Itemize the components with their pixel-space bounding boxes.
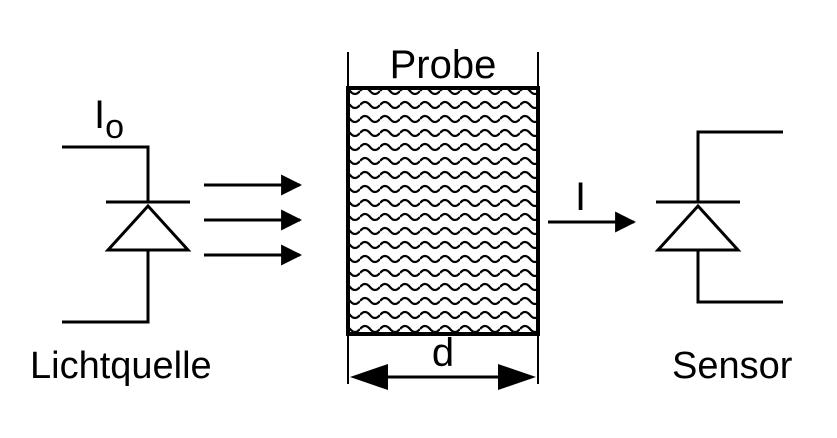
d-arrowhead-left — [350, 364, 388, 390]
light-source — [62, 145, 192, 324]
source-diode-triangle — [104, 203, 192, 252]
sensor — [654, 130, 783, 304]
sensor-lower-lead — [696, 250, 783, 304]
light-beams — [204, 174, 303, 266]
sample — [346, 52, 540, 384]
thickness-dimension — [350, 364, 536, 390]
i-label: I — [575, 175, 586, 219]
source-lower-lead — [62, 250, 150, 324]
probe-label: Probe — [390, 43, 497, 87]
sensor-label: Sensor — [672, 345, 793, 387]
source-label: Lichtquelle — [30, 345, 212, 387]
sample-box — [346, 86, 540, 336]
d-label: d — [432, 331, 454, 375]
i0-label: Io — [94, 93, 124, 146]
sensor-diode-triangle — [654, 203, 742, 252]
d-arrowhead-right — [498, 364, 536, 390]
source-upper-lead — [62, 145, 150, 202]
sensor-upper-lead — [696, 130, 783, 202]
